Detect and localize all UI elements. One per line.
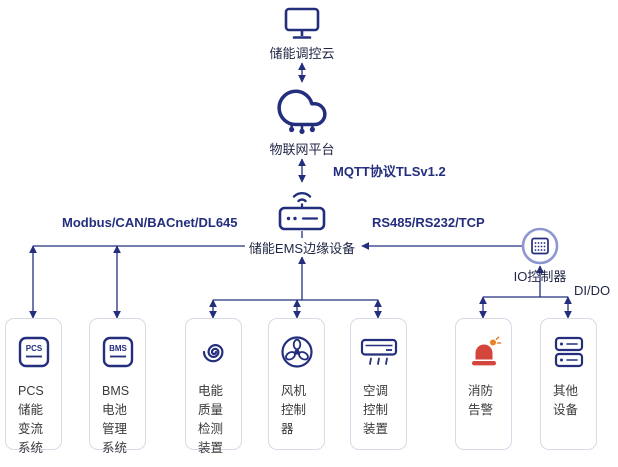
edge-gateway-router-icon xyxy=(275,183,329,233)
alarm-icon xyxy=(471,336,501,366)
ac-icon xyxy=(360,338,397,365)
device-card-power-quality: 电能 质量 检测 装置 xyxy=(185,318,242,455)
coil-icon xyxy=(202,344,224,363)
device-label: 其他 设备 xyxy=(553,384,579,417)
device-label: 空调 控制 装置 xyxy=(363,384,389,436)
svg-text:PCS: PCS xyxy=(25,344,42,353)
device-label: 电能 质量 检测 装置 xyxy=(198,384,224,455)
bms-badge-icon: BMS xyxy=(102,336,133,368)
device-card-fan: 风机 控制 器 xyxy=(268,318,325,450)
device-card-fire-alarm: 消防 告警 xyxy=(455,318,512,450)
device-label: 消防 告警 xyxy=(468,384,494,417)
cloud-console-monitor-icon xyxy=(281,6,323,42)
device-label: BMS 电池 管理 系统 xyxy=(102,384,130,455)
fieldbus-protocol-label: Modbus/CAN/BACnet/DL645 xyxy=(62,215,238,230)
device-card-pcs: PCS PCS 储能 变流 系统 xyxy=(5,318,62,455)
device-label: 风机 控制 器 xyxy=(281,384,307,436)
iot-platform-label: 物联网平台 xyxy=(269,142,335,157)
device-label: PCS 储能 变流 系统 xyxy=(18,384,44,455)
fan-icon xyxy=(280,336,313,368)
iot-cloud-icon xyxy=(277,83,327,137)
edge-device-label: 储能EMS边缘设备 xyxy=(244,238,360,257)
serial-protocol-label: RS485/RS232/TCP xyxy=(372,215,485,230)
io-controller-label: IO控制器 xyxy=(513,269,567,284)
io-controller-icon xyxy=(520,226,560,266)
dido-label: DI/DO xyxy=(574,283,611,298)
device-card-ac: 空调 控制 装置 xyxy=(350,318,407,450)
pcs-badge-icon: PCS xyxy=(18,336,49,368)
device-card-other: 其他 设备 xyxy=(540,318,597,450)
mqtt-protocol-label: MQTT协议TLSv1.2 xyxy=(333,164,446,179)
cloud-console-label: 储能调控云 xyxy=(269,46,335,61)
device-card-bms: BMS BMS 电池 管理 系统 xyxy=(89,318,146,455)
server-icon xyxy=(554,336,583,368)
svg-text:BMS: BMS xyxy=(109,344,127,353)
